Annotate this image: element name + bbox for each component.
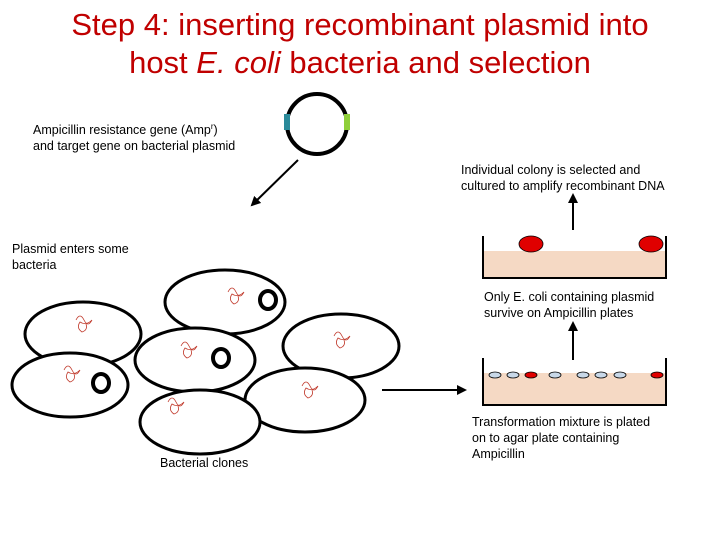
mixed-colonies	[488, 371, 664, 379]
label-only-ecoli-line-1: Only E. coli containing plasmid	[484, 290, 655, 304]
plasmid-in-bacterium-icon	[211, 347, 231, 369]
agar-plate-bottom	[482, 358, 667, 406]
label-transformation-line-1: Transformation mixture is plated	[472, 415, 651, 429]
title-suffix: bacteria and selection	[280, 45, 591, 80]
label-ampicillin-superscript: r	[210, 122, 214, 131]
dna-scribble-icon	[333, 331, 351, 349]
label-bacterial-clones: Bacterial clones	[160, 456, 249, 470]
label-plasmid-enters: Plasmid enters some bacteria	[12, 241, 129, 273]
label-only-ecoli-line-2: survive on Ampicillin plates	[484, 306, 634, 320]
amp-resistance-gene-segment	[284, 114, 290, 130]
label-ampicillin-text-a: Ampicillin resistance gene (Amp	[33, 123, 211, 138]
bacterium-5	[10, 351, 130, 419]
dna-scribble-icon	[180, 341, 198, 359]
label-ampicillin-gene: Ampicillin resistance gene (Ampr) and ta…	[33, 119, 235, 154]
label-ampicillin-text-b: )	[213, 123, 218, 138]
page-title: Step 4: inserting recombinant plasmid in…	[0, 6, 720, 82]
agar-top	[483, 251, 666, 278]
dna-scribble-icon	[167, 397, 185, 415]
colony-survivor	[524, 371, 538, 379]
colony-dead	[594, 371, 608, 379]
dna-scribble-icon	[301, 381, 319, 399]
label-only-ecoli: Only E. coli containing plasmid survive …	[484, 289, 654, 321]
chromosomal-dna-group	[63, 287, 351, 415]
dna-scribble-icon	[75, 315, 93, 333]
label-colony-selected: Individual colony is selected and cultur…	[461, 162, 665, 194]
bacterium-1	[163, 268, 287, 336]
title-line-2: host E. coli bacteria and selection	[0, 44, 720, 82]
label-transformation: Transformation mixture is plated on to a…	[472, 414, 650, 462]
colony-dead	[576, 371, 590, 379]
colony-survivor-large	[638, 235, 664, 253]
colony-dead	[488, 371, 502, 379]
label-transformation-line-3: Ampicillin	[472, 447, 525, 461]
colony-survivor	[650, 371, 664, 379]
bacterium-7	[138, 388, 262, 456]
plate-wall-top	[482, 236, 667, 279]
plasmid-illustration	[284, 92, 350, 156]
colony-dead	[613, 371, 627, 379]
label-colony-line-2: cultured to amplify recombinant DNA	[461, 179, 665, 193]
plate-wall-bottom	[482, 358, 667, 406]
label-ampicillin-line-1: Ampicillin resistance gene (Ampr)	[33, 119, 235, 138]
label-plasmid-enters-line-1: Plasmid enters some	[12, 242, 129, 256]
label-plasmid-enters-line-2: bacteria	[12, 258, 57, 272]
colony-survivor-large	[518, 235, 544, 253]
bacterium-3	[133, 326, 257, 394]
bacterium-6	[243, 366, 367, 434]
label-colony-line-1: Individual colony is selected and	[461, 163, 641, 177]
colony-dead	[506, 371, 520, 379]
label-transformation-line-2: on to agar plate containing	[472, 431, 620, 445]
dna-scribble-icon	[227, 287, 245, 305]
colony-dead	[548, 371, 562, 379]
plasmid-in-bacterium-icon	[91, 372, 111, 394]
label-ampicillin-line-2: and target gene on bacterial plasmid	[33, 139, 236, 154]
target-gene-segment	[344, 114, 350, 130]
plasmid-in-bacterium-icon	[258, 289, 278, 311]
title-line-1: Step 4: inserting recombinant plasmid in…	[71, 7, 649, 42]
plasmid-ring	[285, 92, 349, 156]
title-prefix: host	[129, 45, 197, 80]
bacteria-group	[10, 268, 401, 456]
arrow-plasmid-to-bacteria	[250, 159, 299, 207]
dna-scribble-icon	[63, 365, 81, 383]
agar-plate-top	[482, 235, 667, 279]
title-italic-species: E. coli	[196, 45, 281, 80]
internal-plasmids	[91, 289, 278, 394]
